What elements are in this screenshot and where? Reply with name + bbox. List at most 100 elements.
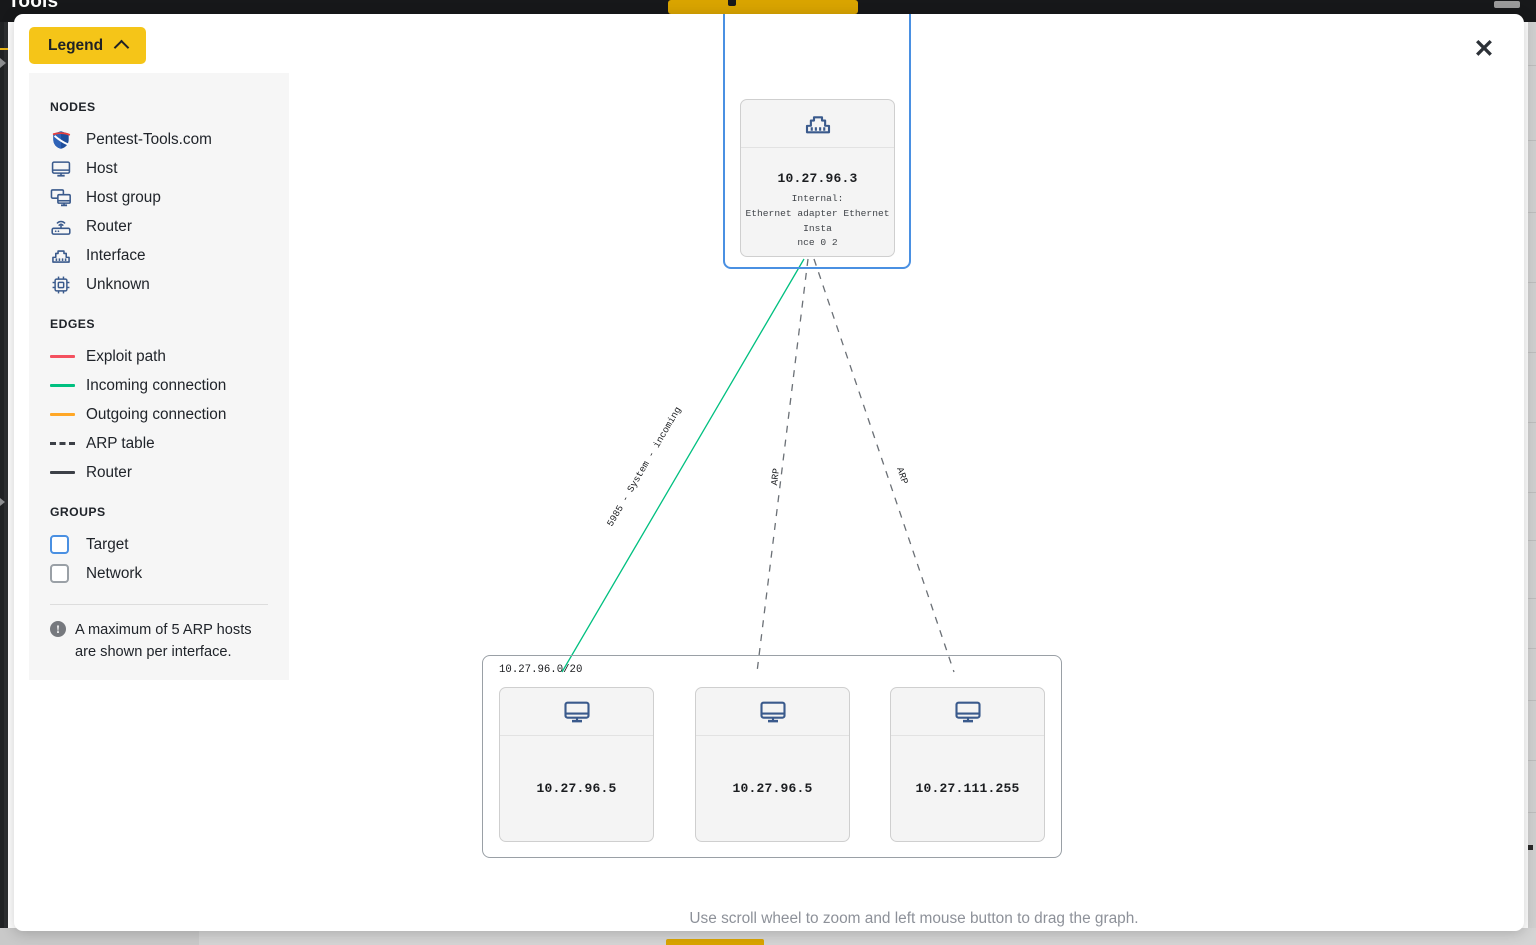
legend-toggle-button[interactable]: Legend: [29, 27, 147, 64]
legend-edge-label: Exploit path: [86, 347, 166, 365]
topbar-primary-button[interactable]: [668, 0, 858, 14]
legend-group-label: Network: [86, 564, 143, 582]
right-panel-marker: [1528, 845, 1533, 850]
host-node-body: 10.27.96.5: [696, 736, 849, 841]
graph-hint-text: Use scroll wheel to zoom and left mouse …: [689, 910, 1139, 927]
legend-item-label: Interface: [86, 246, 146, 264]
close-icon[interactable]: ✕: [1473, 34, 1495, 63]
legend-edge-label: Incoming connection: [86, 376, 227, 394]
legend-edge-router: Router: [50, 458, 268, 487]
graph-edges-layer: [561, 258, 955, 673]
legend-edge-arp-table: ARP table: [50, 429, 268, 458]
network-group-label: 10.27.96.0/20: [499, 664, 583, 676]
interface-node-sub-1: Internal:: [791, 192, 844, 204]
host-node-ip: 10.27.96.5: [732, 781, 813, 796]
legend-edge-label: Outgoing connection: [86, 405, 227, 423]
legend-item-label: Router: [86, 217, 132, 235]
legend-edge-label: ARP table: [86, 434, 155, 452]
legend-item-host-group: Host group: [50, 183, 268, 212]
ethernet-port-icon: [741, 100, 894, 148]
right-panel-divider: [1528, 700, 1536, 701]
group-swatch-network: [50, 564, 82, 583]
legend-item-label: Unknown: [86, 275, 150, 293]
topbar-chip: [1494, 1, 1520, 8]
host-node[interactable]: 10.27.96.5: [695, 687, 850, 842]
chip-icon: [50, 274, 82, 296]
legend-note: ! A maximum of 5 ARP hosts are shown per…: [50, 619, 268, 663]
host-node[interactable]: 10.27.111.255: [890, 687, 1045, 842]
right-panel-divider: [1528, 422, 1536, 423]
host-node-ip: 10.27.111.255: [915, 781, 1020, 796]
legend-group-network: Network: [50, 559, 268, 588]
legend-item-label: Pentest-Tools.com: [86, 130, 212, 148]
host-node-body: 10.27.96.5: [500, 736, 653, 841]
network-graph-modal: ✕ Legend NODES Pentest-Tools.com: [14, 14, 1524, 931]
right-panel-divider: [1528, 140, 1536, 141]
legend-item-host: Host: [50, 154, 268, 183]
interface-node-ip: 10.27.96.3: [777, 170, 858, 186]
legend-nodes-title: NODES: [50, 100, 96, 114]
chevron-up-icon: [113, 39, 130, 56]
background-right-panel: [1528, 22, 1536, 928]
background-left-rail: [0, 22, 8, 945]
background-bottom-button[interactable]: [666, 939, 764, 945]
interface-node-body: 10.27.96.3 Internal: Ethernet adapter Et…: [741, 148, 894, 256]
info-icon: !: [50, 621, 66, 637]
target-group[interactable]: [723, 14, 911, 269]
right-panel-divider: [1528, 540, 1536, 541]
right-panel-divider: [1528, 212, 1536, 213]
app-title: Tools: [8, 0, 59, 12]
background-left-rail-edge: [0, 22, 4, 945]
right-panel-divider: [1528, 812, 1536, 813]
legend-item-label: Host: [86, 159, 118, 177]
right-panel-divider: [1528, 598, 1536, 599]
right-panel-divider: [1528, 352, 1536, 353]
legend-toggle-label: Legend: [48, 36, 104, 54]
right-panel-divider: [1528, 648, 1536, 649]
interface-node[interactable]: 10.27.96.3 Internal: Ethernet adapter Et…: [740, 99, 895, 257]
edge-swatch-exploit: [50, 355, 82, 358]
legend-edge-outgoing: Outgoing connection: [50, 400, 268, 429]
ethernet-port-icon: [50, 245, 82, 267]
shield-logo-icon: [50, 129, 82, 151]
chevron-right-icon: [0, 498, 5, 506]
legend-group-label: Target: [86, 535, 129, 553]
edge-label-arp-1: ARP: [769, 467, 783, 486]
graph-canvas[interactable]: 5985 - System - incoming ARP ARP 10.27.9…: [304, 14, 1524, 931]
legend-item-unknown: Unknown: [50, 270, 268, 299]
edge-swatch-arp: [50, 442, 82, 445]
background-left-accent: [0, 48, 8, 50]
monitor-group-icon: [50, 187, 82, 209]
edge-swatch-router: [50, 471, 82, 474]
monitor-icon: [500, 688, 653, 736]
legend-groups-title: GROUPS: [50, 505, 106, 519]
right-panel-divider: [1528, 65, 1536, 66]
group-swatch-target: [50, 535, 82, 554]
legend-panel: NODES Pentest-Tools.com: [29, 73, 289, 680]
router-icon: [50, 216, 82, 238]
monitor-icon: [696, 688, 849, 736]
host-node-ip: 10.27.96.5: [536, 781, 617, 796]
topbar-notch: [728, 0, 736, 6]
network-group[interactable]: [482, 655, 1062, 858]
interface-node-sub: Internal: Ethernet adapter Ethernet Inst…: [741, 192, 894, 251]
monitor-icon: [891, 688, 1044, 736]
chevron-right-icon: [0, 58, 6, 68]
interface-node-sub-3: nce 0 2: [797, 237, 838, 249]
legend-item-pentest-tools: Pentest-Tools.com: [50, 125, 268, 154]
right-panel-divider: [1528, 492, 1536, 493]
background-bottom-strip-inner: [199, 928, 1536, 945]
legend-item-label: Host group: [86, 188, 161, 206]
legend-edges-title: EDGES: [50, 317, 95, 331]
interface-node-sub-2: Ethernet adapter Ethernet Insta: [745, 207, 890, 234]
right-panel-divider: [1528, 282, 1536, 283]
legend-edge-label: Router: [86, 463, 132, 481]
legend-edge-exploit-path: Exploit path: [50, 342, 268, 371]
legend-item-router: Router: [50, 212, 268, 241]
legend-divider: [50, 604, 268, 605]
host-node[interactable]: 10.27.96.5: [499, 687, 654, 842]
edge-arp-1: [756, 258, 809, 673]
legend-group-target: Target: [50, 530, 268, 559]
right-panel-divider: [1528, 760, 1536, 761]
legend-note-text: A maximum of 5 ARP hosts are shown per i…: [75, 622, 252, 661]
